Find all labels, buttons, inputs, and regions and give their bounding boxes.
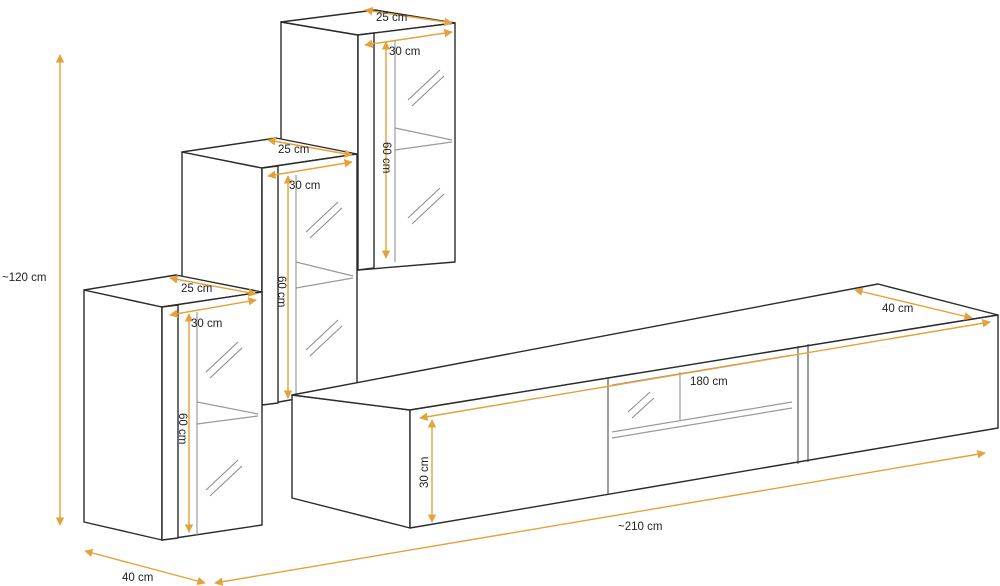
tv-lowboard xyxy=(291,283,999,529)
cab3-width-label: 30 cm xyxy=(389,46,420,58)
total-width-label: ~210 cm xyxy=(618,521,662,533)
tv-depth-label: 40 cm xyxy=(882,303,913,315)
tv-width-label: 180 cm xyxy=(690,376,728,388)
cab3-height-label: 60 cm xyxy=(380,142,392,173)
cab2-height-label: 60 cm xyxy=(275,276,287,307)
cab2-depth-label: 25 cm xyxy=(278,144,309,156)
cab3-depth-label: 25 cm xyxy=(376,12,407,24)
cab1-width-label: 30 cm xyxy=(191,318,222,330)
cab1-height-label: 60 cm xyxy=(176,413,188,444)
total-depth-label: 40 cm xyxy=(122,572,153,584)
dimension-lines xyxy=(55,6,991,586)
tv-height-label: 30 cm xyxy=(419,457,431,488)
dimension-labels: ~120 cm 40 cm ~210 cm 25 cm 30 cm 60 cm … xyxy=(2,12,913,584)
total-height-label: ~120 cm xyxy=(2,272,46,284)
cab1-depth-label: 25 cm xyxy=(181,283,212,295)
cab2-width-label: 30 cm xyxy=(289,180,320,192)
